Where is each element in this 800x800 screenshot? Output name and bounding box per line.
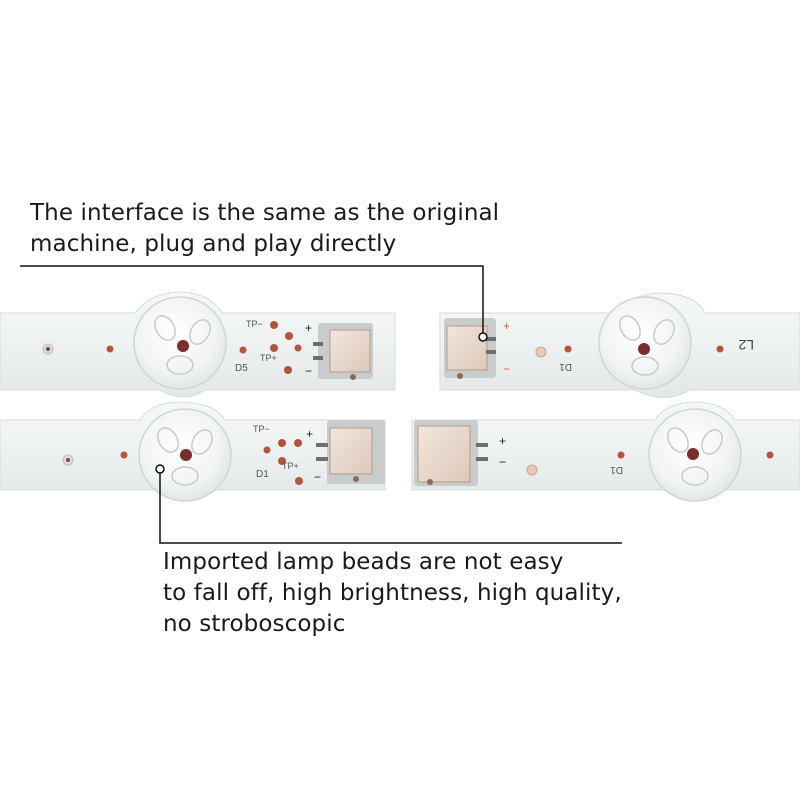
pcb-label-plus: +	[305, 321, 312, 335]
pcb-label-tp-plus: TP+	[260, 353, 277, 363]
connector-upper-right	[444, 318, 496, 379]
pcb-label-tp-plus: TP+	[282, 461, 299, 471]
callout-line-text: machine, plug and play directly	[30, 231, 397, 257]
lens-upper-right	[598, 296, 692, 390]
connector-lower-right	[414, 420, 488, 486]
solder-pads	[42, 321, 774, 485]
pcb-label-tp-minus: TP−	[253, 424, 270, 434]
pcb-label-minus: −	[314, 470, 321, 484]
pcb-label-minus: −	[305, 364, 312, 378]
pcb-label-part: L2	[738, 337, 754, 353]
callout-line-text: The interface is the same as the origina…	[30, 200, 500, 226]
pcb-label-led-id: D1	[610, 464, 623, 475]
connector-lower-left	[316, 420, 385, 484]
callout-lamp-beads: Imported lamp beads are not easy to fall…	[163, 547, 622, 640]
callout-line-text: no stroboscopic	[163, 611, 346, 637]
pcb-label-minus: −	[503, 362, 510, 376]
lens-lower-right	[648, 408, 742, 502]
pcb-label-tp-minus: TP−	[246, 319, 263, 329]
callout-line-bottom	[155, 464, 622, 544]
pcb-label-plus: +	[499, 434, 506, 448]
pcb-label-led-id: D1	[256, 469, 269, 480]
callout-line-text: to fall off, high brightness, high quali…	[163, 580, 622, 606]
pcb-label-led-id: D5	[235, 363, 248, 374]
lens-upper-left	[133, 296, 227, 390]
callout-line-text: Imported lamp beads are not easy	[163, 549, 564, 575]
pcb-label-plus: +	[503, 319, 510, 333]
lens-lower-left	[138, 408, 232, 502]
pcb-label-led-id: D1	[559, 361, 572, 372]
callout-line-top	[20, 265, 488, 342]
callout-interface: The interface is the same as the origina…	[30, 198, 499, 260]
pcb-label-minus: −	[499, 455, 506, 469]
pcb-label-plus: +	[306, 427, 313, 441]
connector-upper-left	[313, 323, 373, 380]
